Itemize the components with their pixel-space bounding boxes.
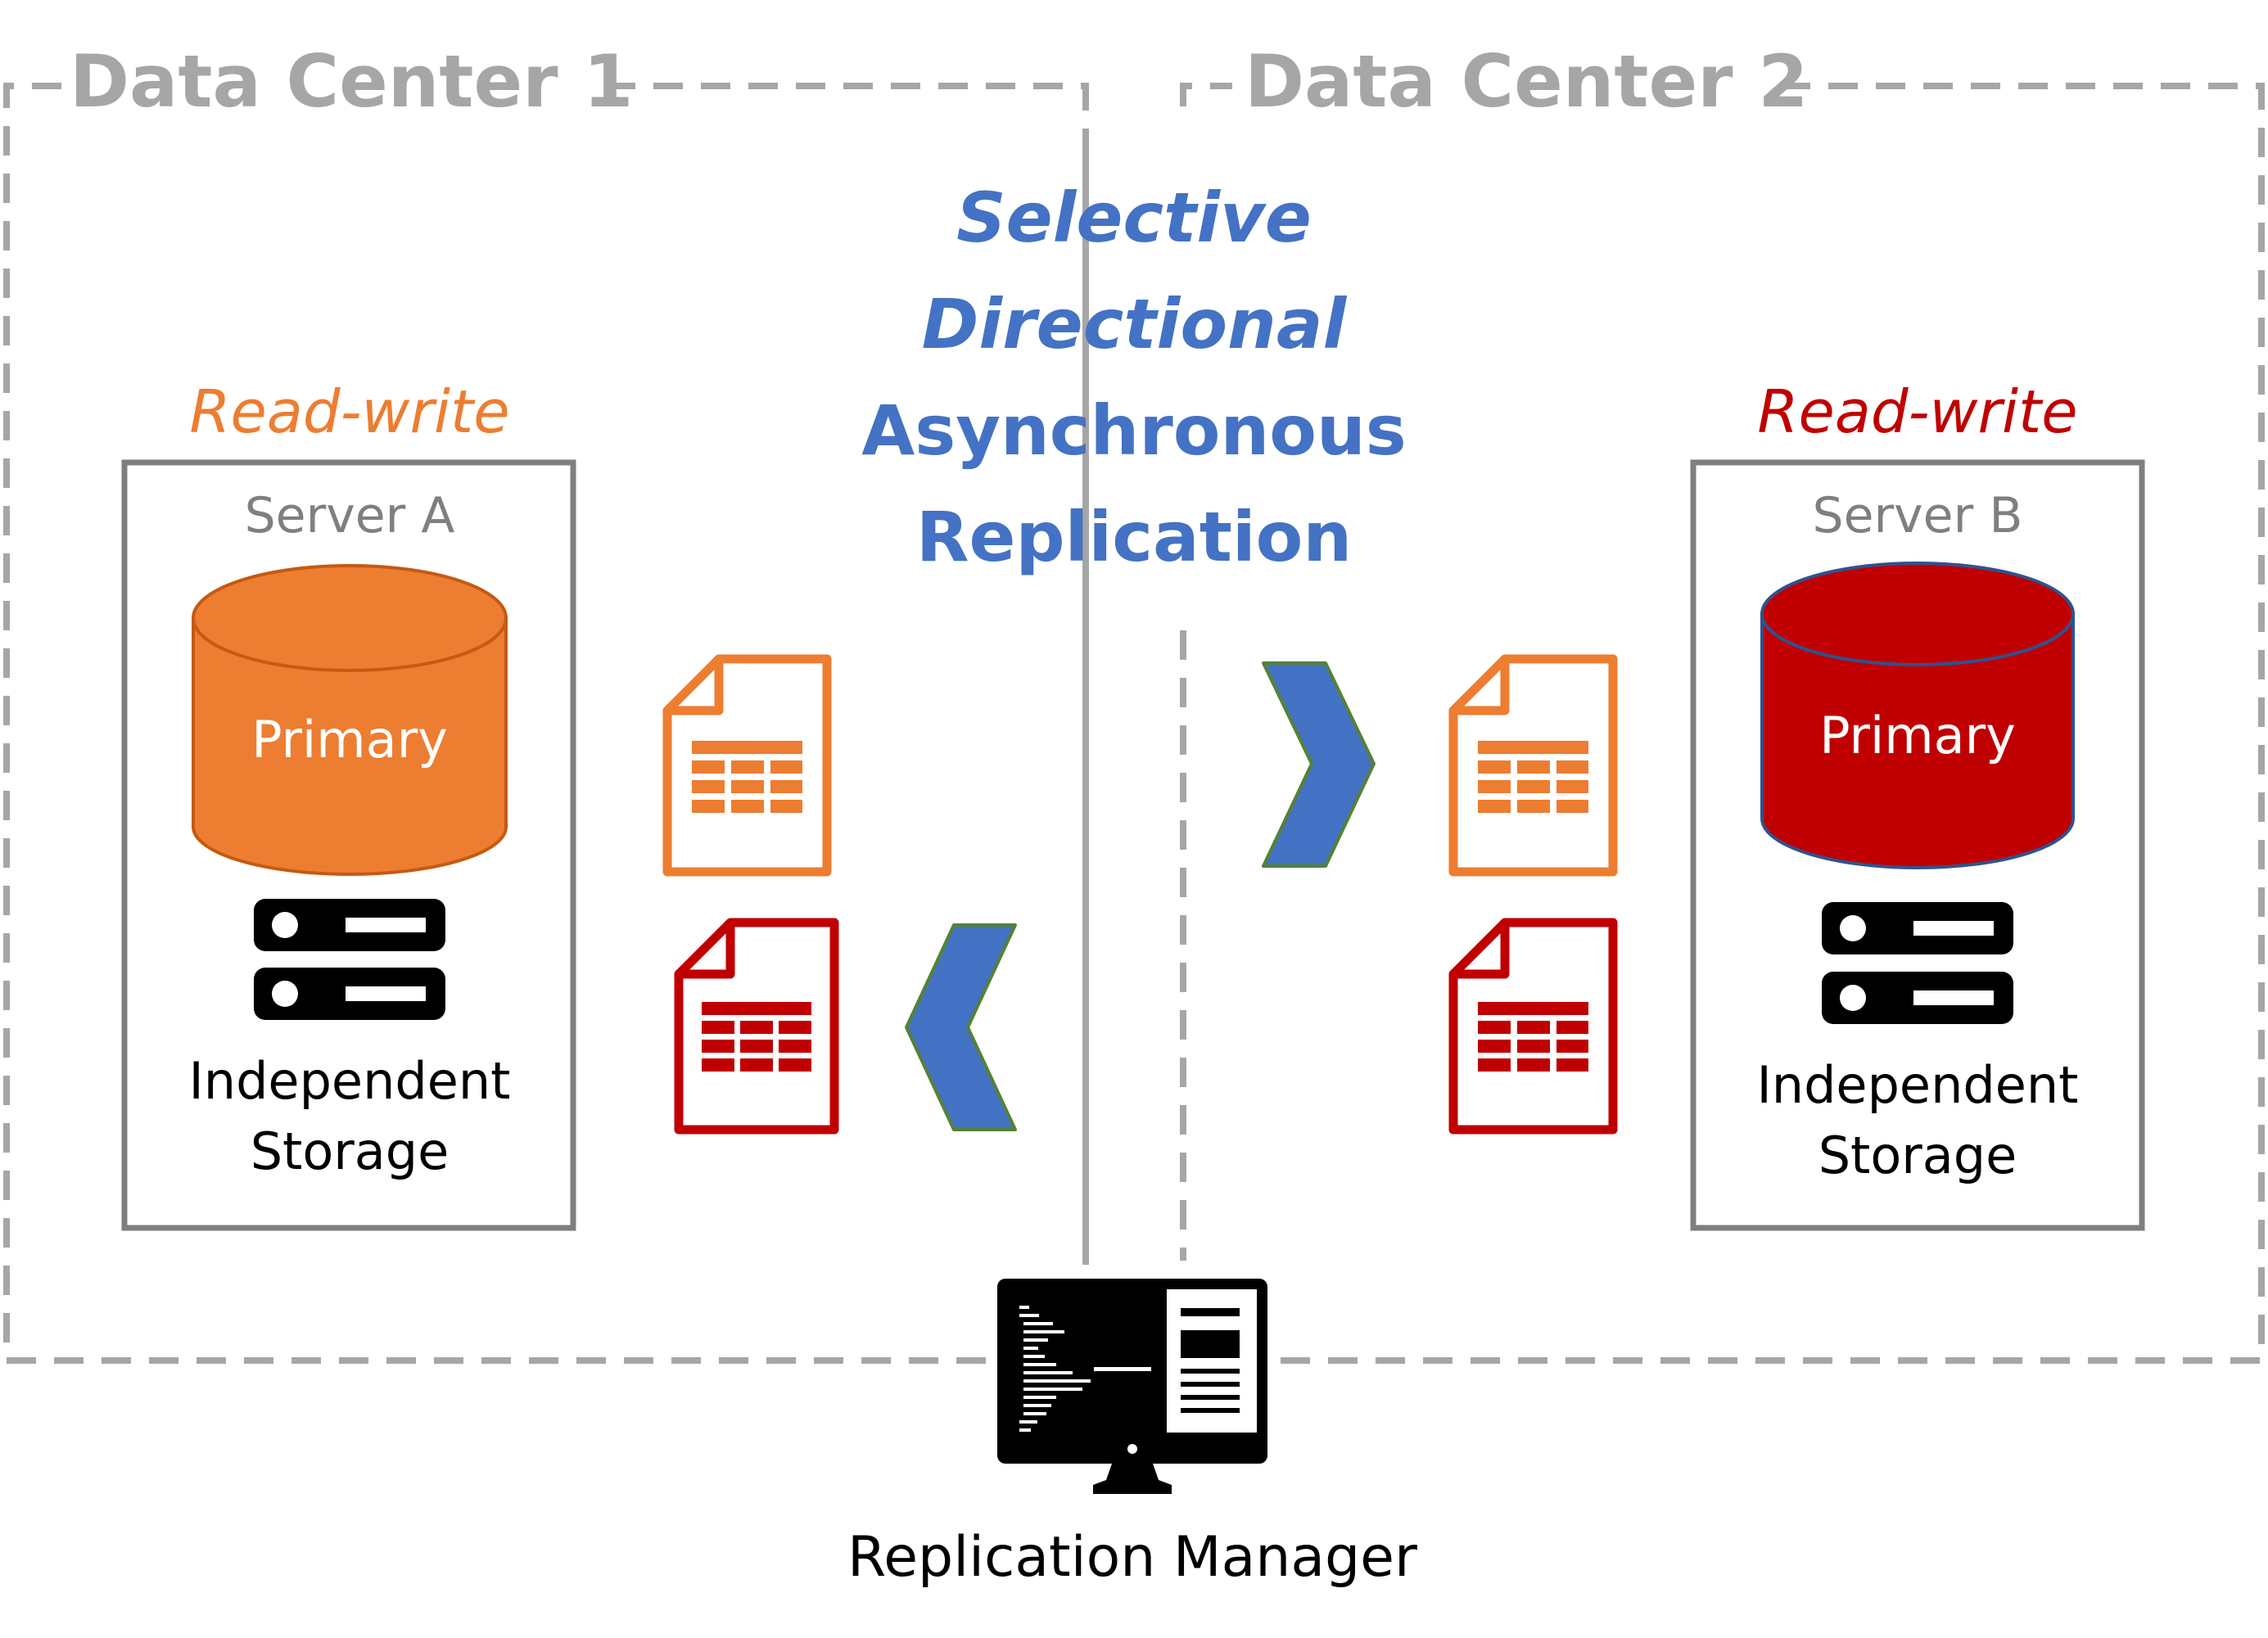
data-center-1-boundary <box>3 83 1089 1364</box>
replication-title-line-3: Asynchronous <box>861 390 1407 471</box>
server-a-storage-icon <box>254 899 445 1020</box>
replication-title-line-2: Directional <box>922 284 1348 364</box>
spreadsheet-file-icon-red-left <box>674 918 839 1135</box>
spreadsheet-file-icon-orange-right <box>1448 654 1618 877</box>
replication-title-line-4: Replication <box>916 497 1352 577</box>
data-center-2-boundary <box>1082 83 2265 1364</box>
chevron-right-icon <box>1262 661 1376 868</box>
server-b-database-icon <box>1760 562 2075 869</box>
server-b-storage-icon <box>1822 902 2013 1024</box>
replication-manager-label: Replication Manager <box>847 1525 1417 1590</box>
server-a-database-icon <box>192 564 508 876</box>
monitor-icon <box>997 1279 1267 1494</box>
server-a-database-label: Primary <box>251 710 448 769</box>
spreadsheet-file-icon-red-right <box>1448 918 1618 1135</box>
spreadsheet-file-icon-orange-left <box>662 654 832 877</box>
server-b-storage-label-line-2: Storage <box>1818 1126 2017 1185</box>
server-a-mode-label: Read-write <box>189 377 509 446</box>
server-b-name: Server B <box>1813 487 2023 544</box>
server-b-storage-label-line-1: Independent <box>1757 1055 2079 1115</box>
chevron-left-icon <box>905 923 1017 1131</box>
server-b-mode-label: Read-write <box>1757 377 2077 446</box>
server-a-storage-label-line-2: Storage <box>251 1121 450 1181</box>
server-b-box <box>1690 459 2145 1231</box>
replication-title-line-1: Selective <box>956 178 1312 258</box>
server-a-storage-label-line-1: Independent <box>189 1051 511 1111</box>
data-center-2-label: Data Center 2 <box>1245 39 1808 124</box>
server-b-database-label: Primary <box>1819 706 2016 765</box>
server-a-name: Server A <box>245 487 455 544</box>
data-center-1-label: Data Center 1 <box>70 39 633 124</box>
server-a-box <box>121 459 576 1231</box>
